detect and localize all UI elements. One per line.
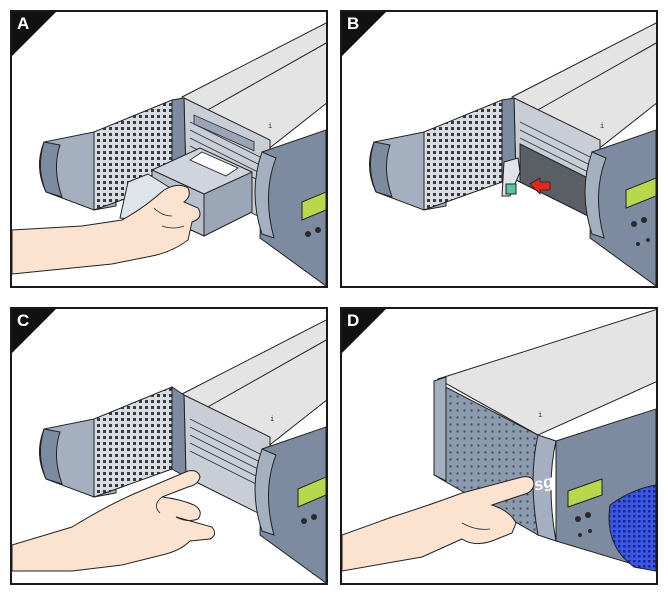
blue-vent-cover xyxy=(608,484,656,572)
hand xyxy=(12,184,201,275)
latch-tab xyxy=(505,183,517,195)
bezel-closing-illustration: i sgi xyxy=(342,309,656,572)
panel-label-corner xyxy=(342,309,386,353)
panel-label: C xyxy=(17,311,30,330)
drive-latch-illustration: i xyxy=(369,22,656,286)
control-buttons xyxy=(305,227,321,237)
svg-text:i: i xyxy=(268,122,272,130)
lcd-display xyxy=(301,191,326,221)
direction-arrow xyxy=(529,177,551,195)
pressing-hand xyxy=(342,476,535,572)
perforated-panel xyxy=(423,99,503,211)
chassis-top xyxy=(436,309,656,436)
control-buttons xyxy=(631,217,650,246)
control-buttons xyxy=(301,514,317,524)
control-buttons xyxy=(575,512,592,537)
lcd-display xyxy=(297,476,326,508)
svg-text:i: i xyxy=(600,122,604,130)
panel-d: D i sgi xyxy=(340,307,658,585)
panel-label-corner xyxy=(12,12,56,56)
lcd-display xyxy=(567,478,603,508)
panel-a: A i xyxy=(10,10,328,288)
panel-c: C i xyxy=(10,307,328,585)
svg-text:i: i xyxy=(270,415,274,423)
lcd-display xyxy=(625,177,656,209)
panel-label: D xyxy=(347,311,360,330)
panel-label-corner xyxy=(342,12,386,56)
pointing-hand xyxy=(12,470,216,572)
panel-b: B i xyxy=(340,10,658,288)
svg-text:i: i xyxy=(538,411,542,419)
drive-bay-stripes xyxy=(519,121,593,175)
drive-removal-illustration: i xyxy=(12,22,326,286)
front-bezel xyxy=(589,129,656,286)
front-bezel xyxy=(259,426,326,583)
panel-label-corner xyxy=(12,309,56,353)
drive-bay-stripes xyxy=(189,418,263,488)
panel-label: B xyxy=(347,14,360,33)
perforated-panel xyxy=(93,386,173,498)
panel-label: A xyxy=(17,14,30,33)
drive-insertion-illustration: i xyxy=(12,319,326,583)
